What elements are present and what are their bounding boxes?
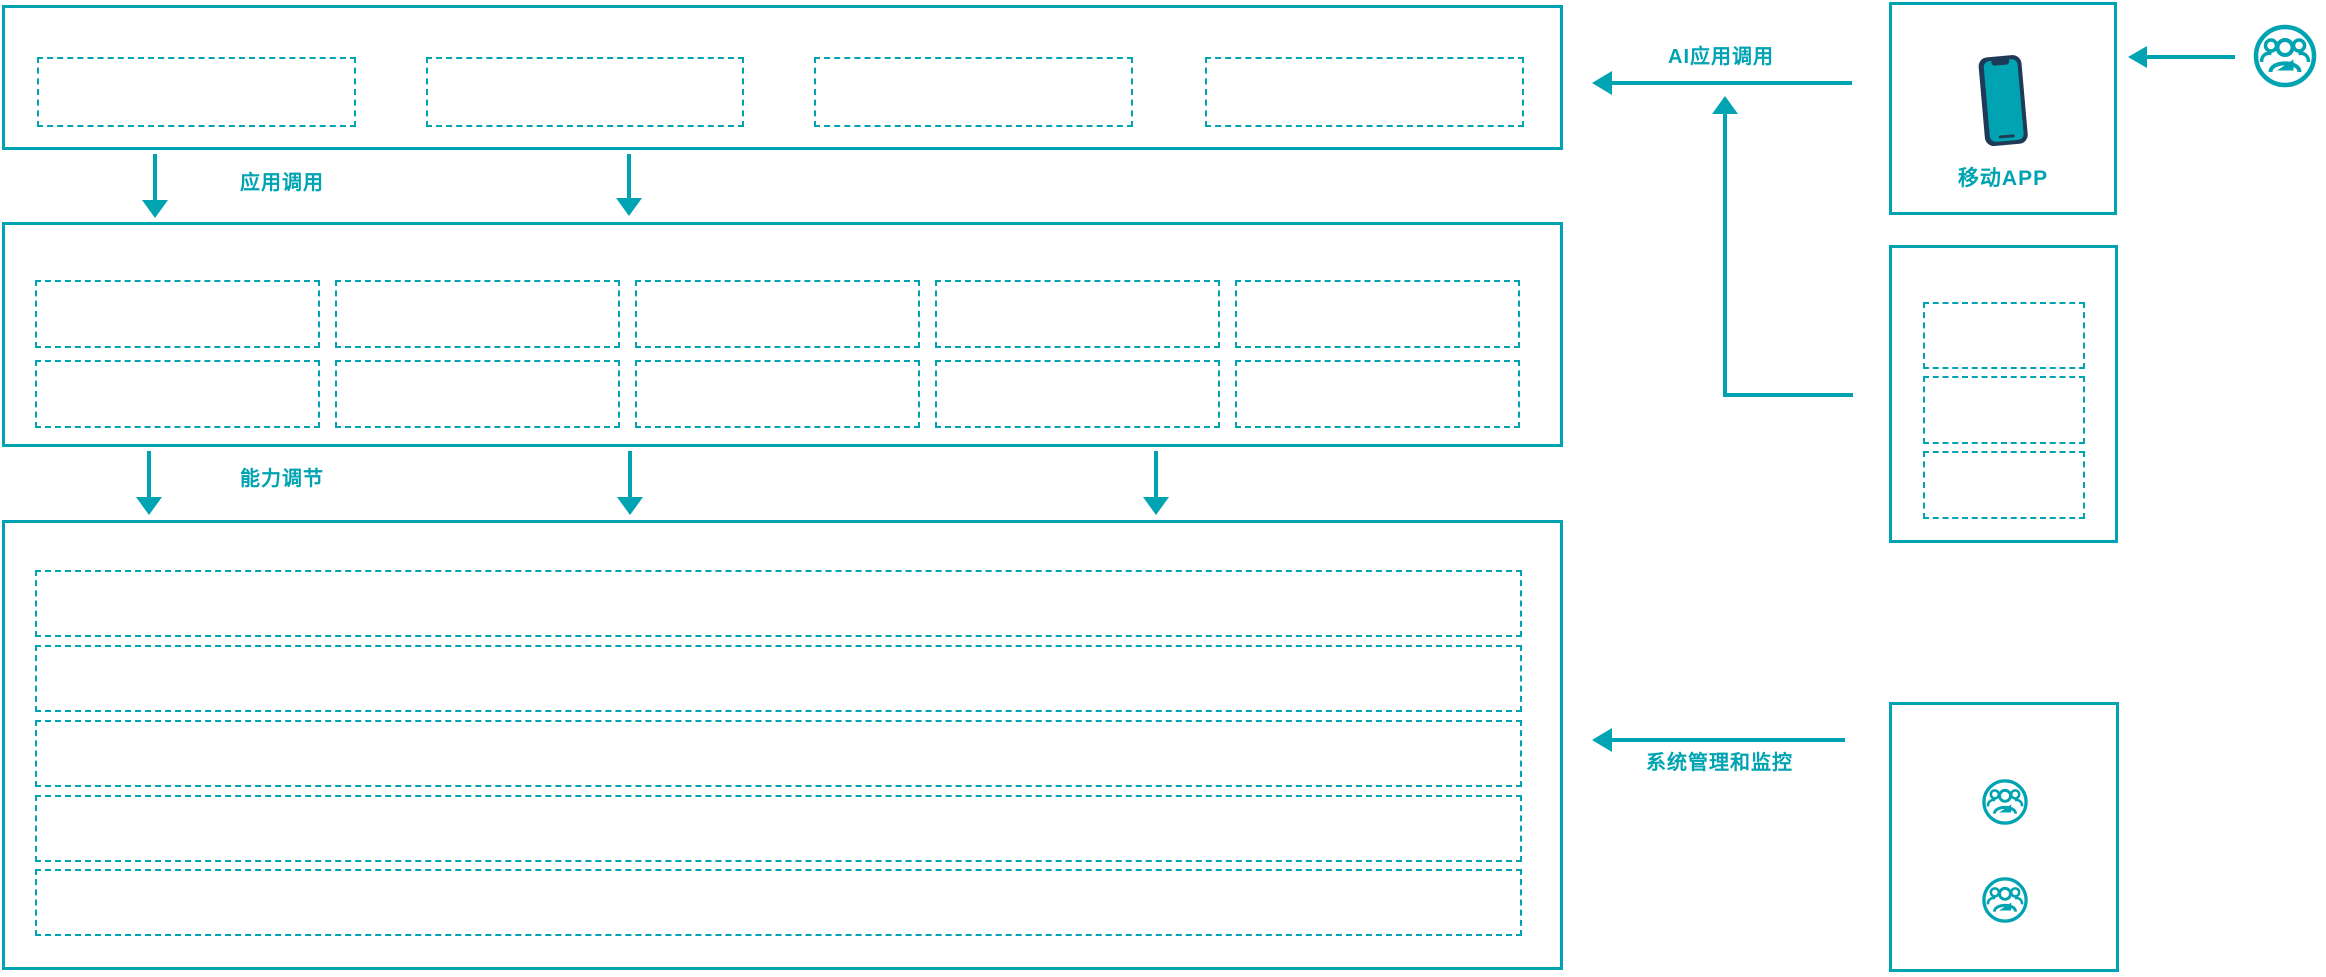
arrow-ai-call-head xyxy=(1592,71,1612,95)
client-placeholder-3 xyxy=(1923,451,2085,519)
top-layer-placeholder-1 xyxy=(37,57,356,127)
arrow-ai-call-line xyxy=(1612,81,1852,85)
middle-layer-placeholder-2 xyxy=(335,280,620,348)
middle-layer-placeholder-10 xyxy=(1235,360,1520,428)
middle-layer-placeholder-9 xyxy=(935,360,1220,428)
bottom-layer-row-1 xyxy=(35,570,1522,637)
admin-panel xyxy=(1889,702,2119,972)
arrow-capability-line-1 xyxy=(147,451,151,499)
bottom-layer-row-4 xyxy=(35,795,1522,862)
middle-layer-placeholder-6 xyxy=(35,360,320,428)
arrow-app-call-head-2 xyxy=(616,198,642,216)
top-layer-placeholder-2 xyxy=(426,57,744,127)
middle-layer-placeholder-5 xyxy=(1235,280,1520,348)
connector-vertical-line xyxy=(1723,112,1727,397)
connector-up-head xyxy=(1712,96,1738,114)
bottom-layer-row-3 xyxy=(35,720,1522,787)
middle-layer-placeholder-1 xyxy=(35,280,320,348)
arrow-capability-head-1 xyxy=(136,497,162,515)
users-icon xyxy=(2252,23,2318,94)
arrow-sysmgmt-line xyxy=(1612,738,1845,742)
arrow-sysmgmt-head xyxy=(1592,728,1612,752)
arrow-app-call-line-2 xyxy=(627,154,631,200)
arrow-capability-head-3 xyxy=(1143,497,1169,515)
connector-horizontal-line xyxy=(1723,393,1853,397)
top-layer-placeholder-4 xyxy=(1205,57,1524,127)
client-modules-panel xyxy=(1889,245,2118,543)
bottom-layer-row-2 xyxy=(35,645,1522,712)
bottom-layer-row-5 xyxy=(35,869,1522,936)
admin-users-icon-1 xyxy=(1981,778,2029,831)
middle-layer-placeholder-3 xyxy=(635,280,920,348)
middle-layer-placeholder-4 xyxy=(935,280,1220,348)
top-layer-panel xyxy=(2,5,1563,150)
middle-layer-panel xyxy=(2,222,1563,447)
admin-users-icon-2 xyxy=(1981,876,2029,929)
middle-layer-placeholder-7 xyxy=(335,360,620,428)
label-ai-app-call: AI应用调用 xyxy=(1668,46,1774,68)
client-placeholder-2 xyxy=(1923,376,2085,444)
arrow-capability-line-2 xyxy=(628,451,632,499)
phone-icon xyxy=(1975,52,2034,156)
label-app-call: 应用调用 xyxy=(240,172,324,194)
bottom-layer-panel xyxy=(2,520,1563,970)
label-system-mgmt-monitor: 系统管理和监控 xyxy=(1646,752,1793,774)
arrow-capability-head-2 xyxy=(617,497,643,515)
middle-layer-placeholder-8 xyxy=(635,360,920,428)
label-capability-adjust: 能力调节 xyxy=(240,468,324,490)
arrow-user-line xyxy=(2147,55,2235,59)
mobile-app-panel xyxy=(1889,2,2117,215)
arrow-capability-line-3 xyxy=(1154,451,1158,499)
arrow-user-head xyxy=(2128,46,2147,68)
arrow-app-call-line-1 xyxy=(153,154,157,202)
top-layer-placeholder-3 xyxy=(814,57,1133,127)
label-mobile-app: 移动APP xyxy=(1957,167,2049,190)
arrow-app-call-head-1 xyxy=(142,200,168,218)
client-placeholder-1 xyxy=(1923,302,2085,369)
